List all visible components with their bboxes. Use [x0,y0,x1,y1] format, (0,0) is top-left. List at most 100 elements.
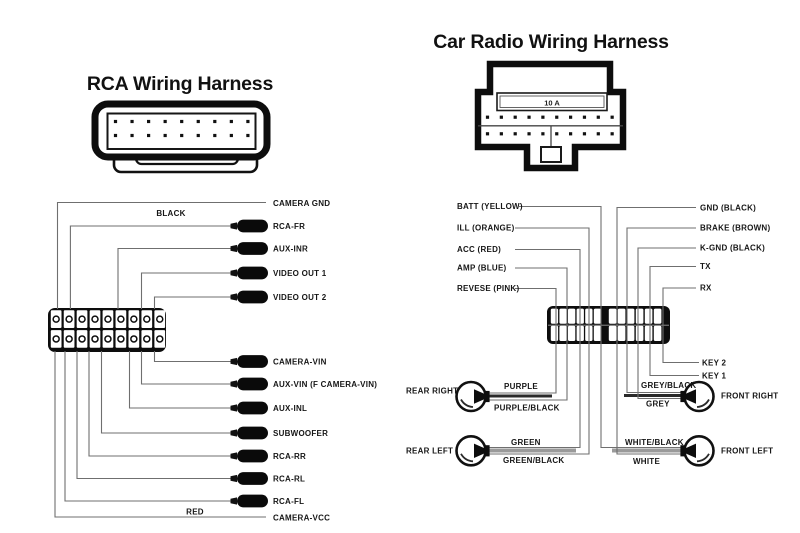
radio-fuse-slot [496,92,608,112]
label-kgnd: K-GND (BLACK) [700,244,765,253]
radio-fuse [499,95,605,108]
pin-dot [113,133,118,138]
label-red-note: RED [186,508,204,517]
pin-socket [608,308,617,324]
label-camera-vcc: CAMERA-VCC [273,514,330,523]
pin-dot [229,119,233,124]
pin-socket [559,308,567,324]
pin-dot [196,133,200,138]
rca-labels: CAMERA GND BLACK RCA-FR AUX-INR VIDEO OU… [156,199,377,523]
label-rear-left: REAR LEFT [406,447,453,456]
pin-dot [582,132,587,136]
pin-socket [635,325,644,341]
wire [153,296,236,309]
pin-hole [91,335,99,343]
rca-plug-icon [230,449,268,463]
wire [626,227,696,394]
rca-pin-block-cells [50,310,166,348]
pin-dot [485,132,490,136]
wire [616,206,696,455]
label-green: GREEN [511,438,541,447]
radio-connector-tab-slot [540,146,562,163]
pin-dot [610,115,614,119]
wire [64,351,236,502]
pin-hole [78,335,86,343]
pin-dot [610,132,614,136]
speaker-front-left-icon [680,434,715,467]
pin-dot [541,132,545,136]
rca-plug-icon [230,242,268,255]
pin-hole [52,315,60,323]
pin-socket [617,308,626,324]
radio-pin-block [547,306,670,344]
label-rx: RX [700,284,712,293]
pin-dot [130,119,134,124]
pin-dot [527,132,531,136]
wire [486,248,581,449]
wire [117,247,236,309]
label-key1: KEY 1 [702,372,727,381]
label-batt: BATT (YELLOW) [457,202,523,211]
label-green-black: GREEN/BLACK [503,456,564,465]
label-acc: ACC (RED) [457,245,501,254]
pin-socket [617,325,626,341]
label-purple: PURPLE [504,382,538,391]
speaker-cables [488,394,682,453]
pin-hole [104,315,112,323]
label-amp: AMP (BLUE) [457,264,507,273]
rca-pin-block [48,308,166,352]
pin-dot [147,133,151,138]
pin-dot [569,115,573,119]
rca-plug-icon [230,377,268,391]
radio-wires [486,205,699,455]
rca-plug-icon [230,426,268,440]
rca-harness-connector [91,100,271,174]
pin-socket [559,325,567,341]
fuse-rating-label: 10 A [544,99,560,108]
pin-socket [644,308,653,324]
pin-socket [644,325,653,341]
label-tx: TX [700,262,711,271]
pin-socket [568,325,576,341]
pin-dot [147,119,151,124]
rca-plug-icon [230,401,268,415]
pin-dot [541,115,545,119]
label-rca-rl: RCA-RL [273,475,305,484]
wire [662,287,699,364]
pin-hole [156,315,164,323]
rca-plug-icon [230,266,268,280]
wire [486,267,568,401]
label-aux-inr: AUX-INR [273,245,308,254]
rca-plug-icon [230,472,268,485]
pin-socket [653,308,662,324]
speaker-icons [455,380,715,467]
wire [486,287,557,394]
pin-dot [130,133,134,138]
label-rca-rr: RCA-RR [273,452,306,461]
label-ill: ILL (ORANGE) [457,224,515,233]
rca-plug-icon [230,355,268,368]
label-grey-black: GREY/BLACK [641,381,696,390]
radio-harness-connector: 10 A [474,60,627,172]
wire [153,351,236,363]
label-black-note: BLACK [156,209,185,218]
wire [486,227,590,455]
rca-plug-icon [230,290,268,304]
label-white-black: WHITE/BLACK [625,438,684,447]
pin-hole [65,315,73,323]
pin-dot [213,119,217,124]
rca-harness-title: RCA Wiring Harness [87,73,274,95]
pin-socket [608,325,617,341]
label-rca-fr: RCA-FR [273,222,305,231]
pin-socket [653,325,662,341]
wire [100,351,236,434]
speaker-rear-right-icon [455,380,490,413]
pin-dot [163,133,167,138]
speaker-rear-left-icon [455,434,490,467]
label-video-out-2: VIDEO OUT 2 [273,293,327,302]
label-rear-right: REAR RIGHT [406,387,458,396]
pin-dot [213,133,217,138]
wire [140,351,236,385]
pin-socket [550,308,559,324]
pin-dot [513,115,517,119]
